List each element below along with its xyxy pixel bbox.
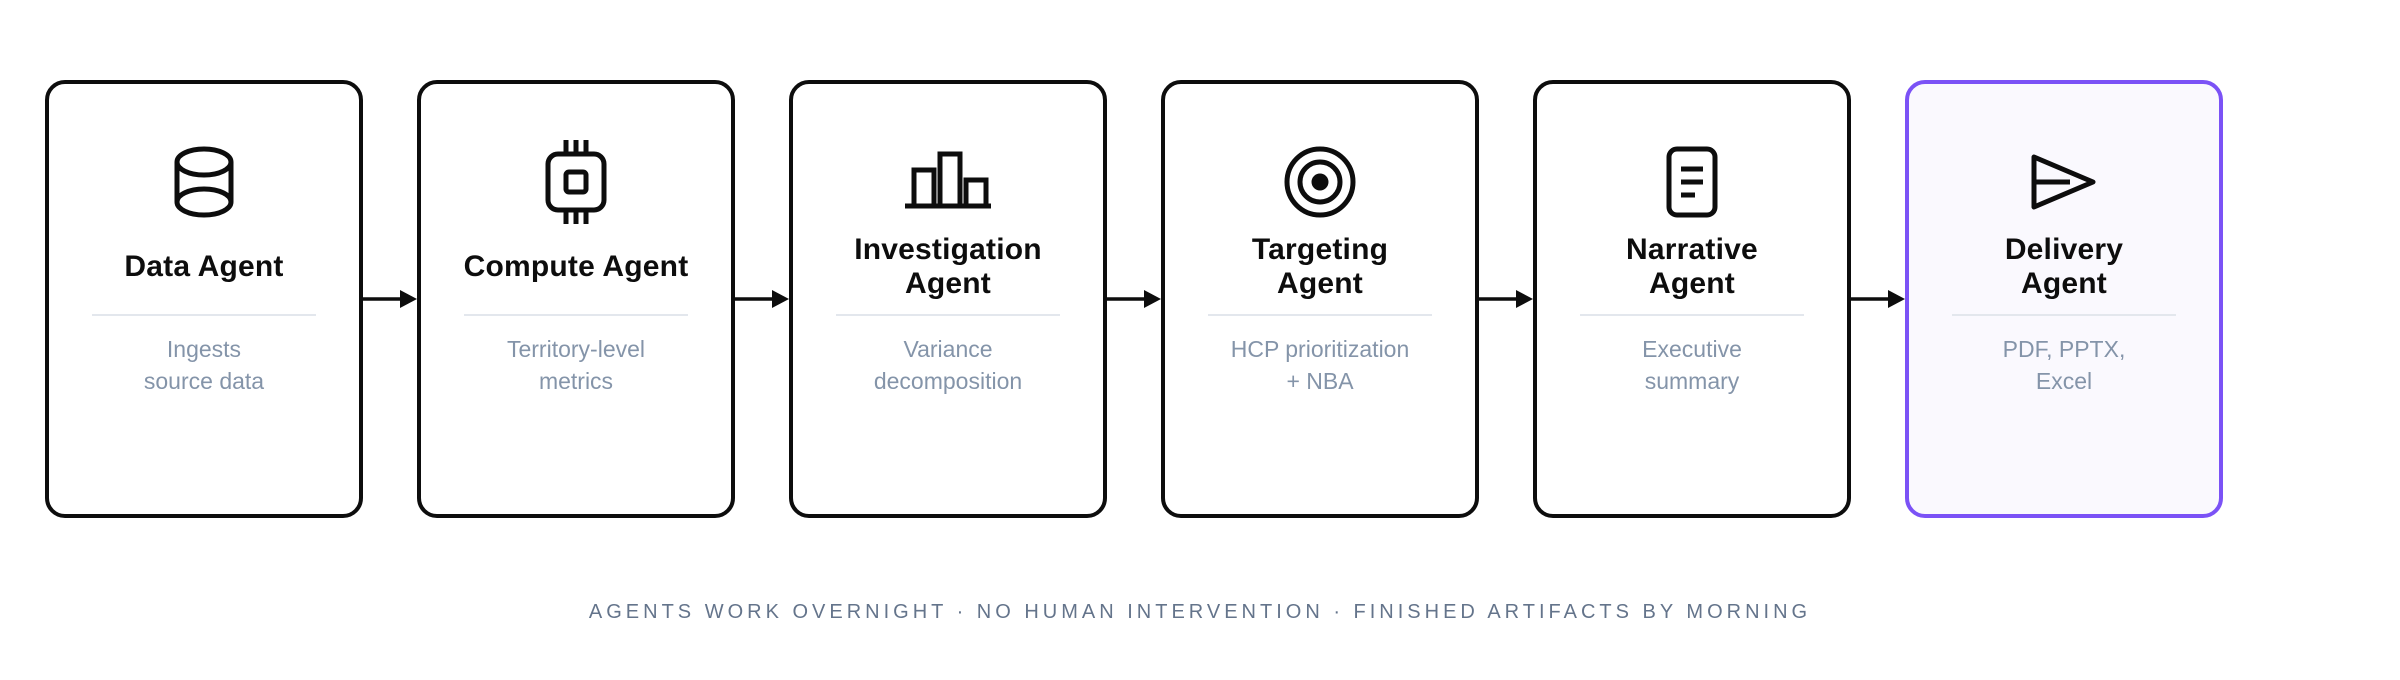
flow-arrow (1479, 80, 1533, 518)
card-divider (1580, 314, 1804, 316)
document-icon (1661, 138, 1723, 226)
target-icon (1282, 138, 1358, 226)
card-title: Narrative Agent (1626, 233, 1758, 300)
card-targeting-agent: Targeting Agent HCP prioritization + NBA (1161, 80, 1479, 518)
card-divider (1952, 314, 2176, 316)
flow-arrow (735, 80, 789, 518)
card-narrative-agent: Narrative Agent Executive summary (1533, 80, 1851, 518)
card-delivery-agent: Delivery Agent PDF, PPTX, Excel (1905, 80, 2223, 518)
card-compute-agent: Compute Agent Territory-level metrics (417, 80, 735, 518)
card-subtitle: PDF, PPTX, Excel (2002, 336, 2126, 394)
card-divider (464, 314, 688, 316)
cpu-icon (536, 138, 616, 226)
card-investigation-agent: Investigation Agent Variance decompositi… (789, 80, 1107, 518)
card-divider (92, 314, 316, 316)
send-icon (2028, 138, 2100, 226)
card-title: Compute Agent (463, 250, 689, 283)
flow-arrow (363, 80, 417, 518)
card-subtitle: Ingests source data (143, 336, 265, 394)
card-subtitle: Variance decomposition (873, 336, 1023, 394)
flow-arrow (1851, 80, 1905, 518)
card-data-agent: Data Agent Ingests source data (45, 80, 363, 518)
agent-flow-row: Data Agent Ingests source data Compute A… (45, 80, 2223, 518)
card-divider (1208, 314, 1432, 316)
flow-arrow (1107, 80, 1161, 518)
bar-chart-icon (902, 138, 994, 226)
card-subtitle: Territory-level metrics (506, 336, 646, 394)
card-title: Targeting Agent (1251, 233, 1389, 300)
card-subtitle: HCP prioritization + NBA (1230, 336, 1410, 394)
card-subtitle: Executive summary (1642, 336, 1742, 394)
card-title: Delivery Agent (2004, 233, 2124, 300)
database-icon (166, 138, 242, 226)
card-divider (836, 314, 1060, 316)
card-title: Data Agent (124, 250, 284, 283)
card-title: Investigation Agent (854, 233, 1042, 300)
pipeline-tagline: AGENTS WORK OVERNIGHT · NO HUMAN INTERVE… (588, 601, 1812, 623)
